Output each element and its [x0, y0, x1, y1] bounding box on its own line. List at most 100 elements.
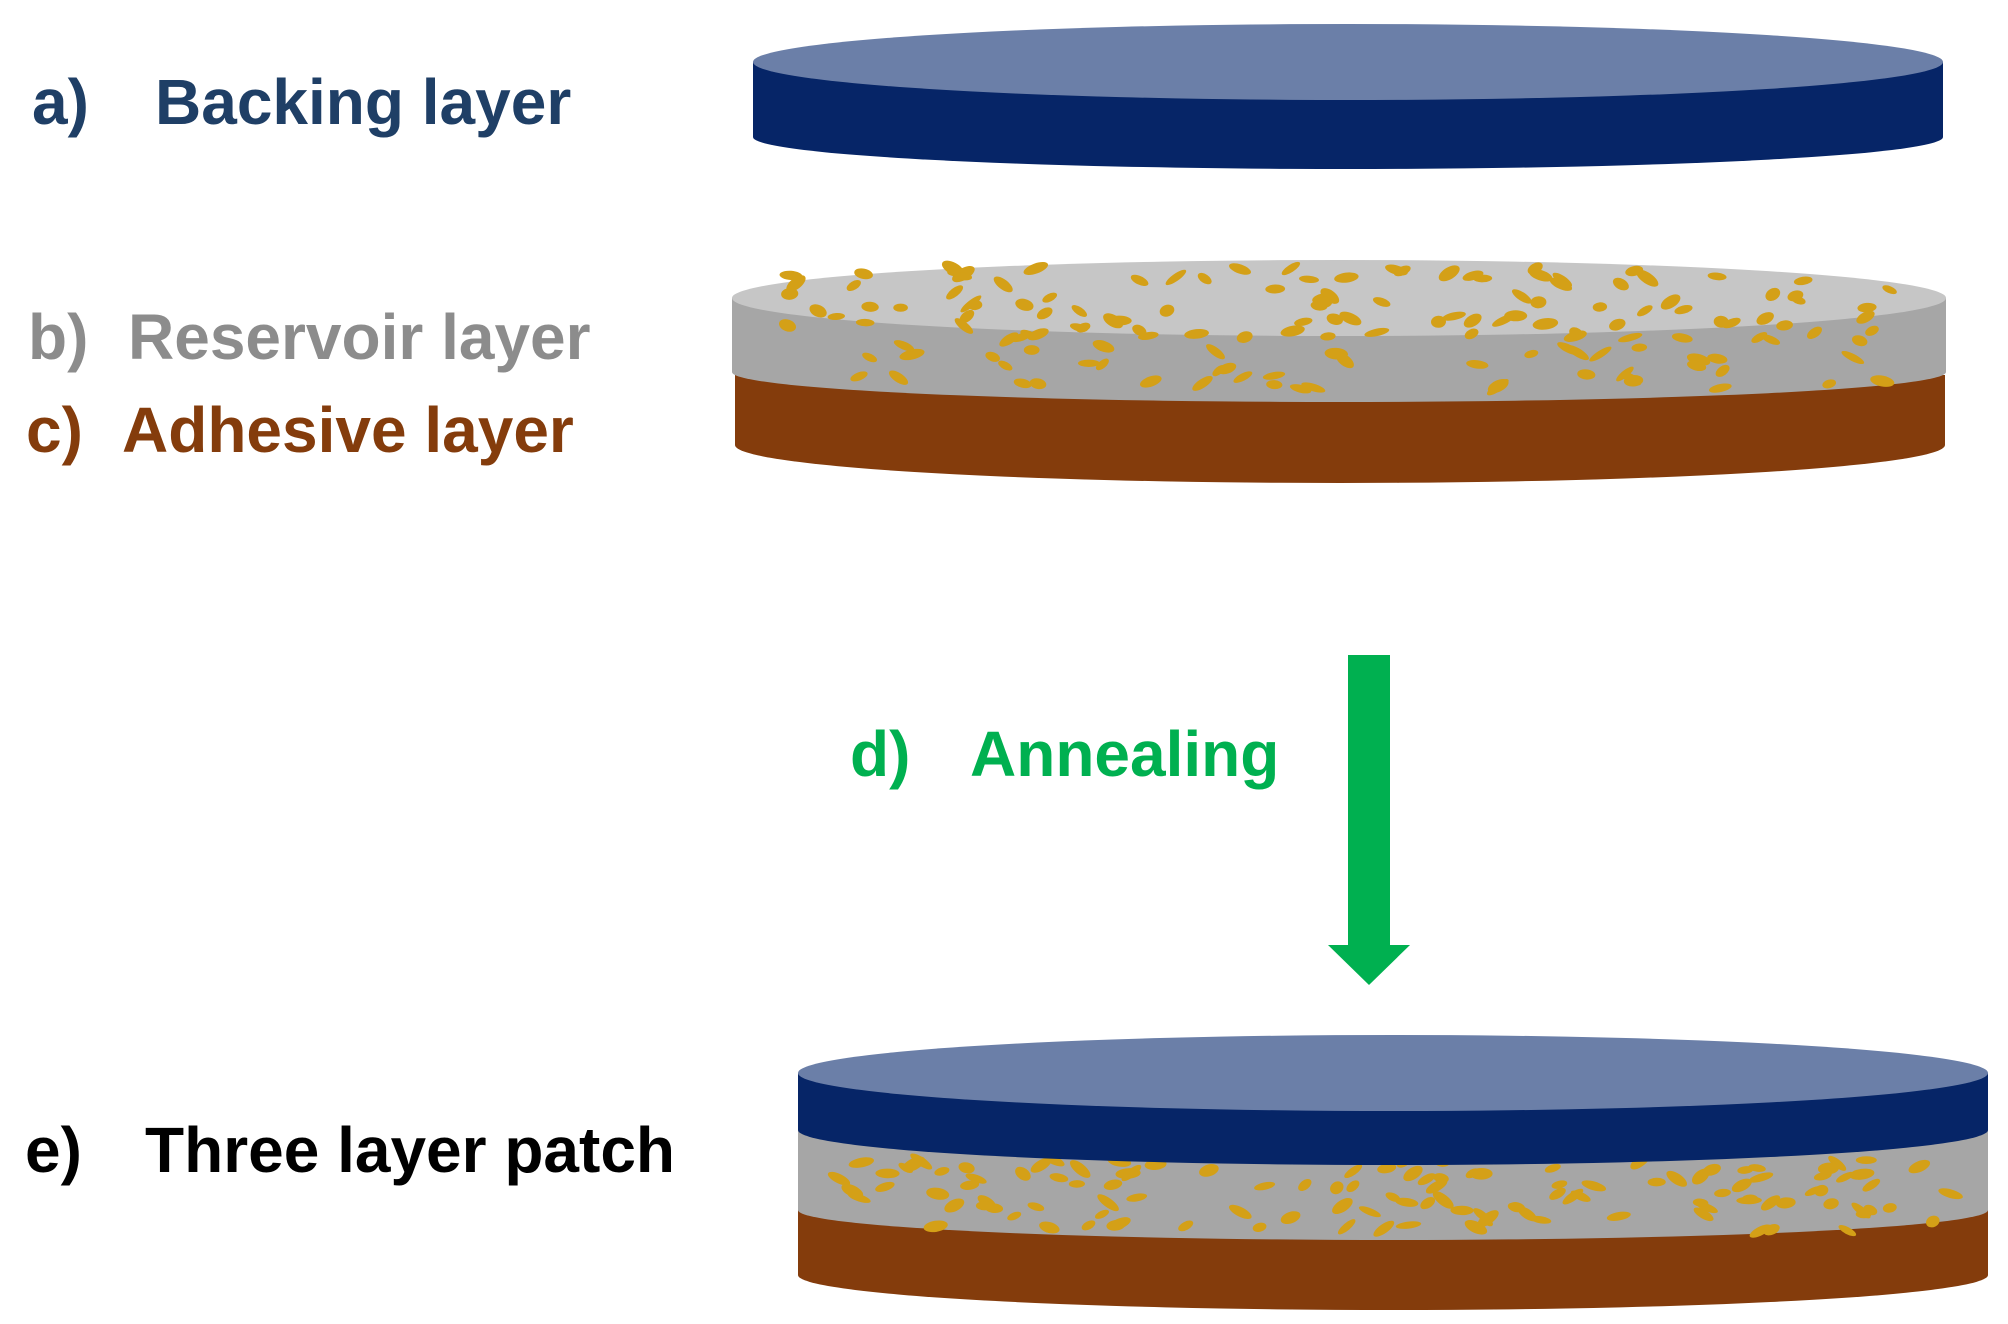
drug-particle — [1420, 1197, 1436, 1210]
drug-particle — [1836, 1171, 1855, 1183]
drug-particle — [1849, 1168, 1875, 1180]
drug-particle — [1466, 360, 1489, 369]
drug-particle — [1731, 1178, 1752, 1193]
drug-particle — [1714, 1188, 1731, 1198]
drug-particle — [1761, 334, 1781, 345]
drug-particle — [778, 319, 797, 332]
drug-particle — [960, 1180, 980, 1190]
drug-particle — [1015, 298, 1034, 311]
drug-particle — [1577, 369, 1596, 380]
drug-particle — [1236, 331, 1253, 343]
drug-particle — [899, 348, 925, 361]
drug-particle — [1487, 378, 1509, 394]
drug-particle — [1301, 382, 1326, 393]
drug-particle — [1346, 1180, 1360, 1193]
label-reservoir-layer: Reservoir layer — [128, 301, 591, 373]
drug-particle — [1517, 1206, 1537, 1222]
drug-particle — [1882, 285, 1897, 295]
drug-particle — [1036, 307, 1053, 320]
drug-particle — [1320, 288, 1340, 304]
drug-particle — [1882, 1203, 1897, 1213]
drug-particle — [893, 340, 915, 352]
drug-particle — [1621, 371, 1642, 386]
drug-particle — [1737, 1166, 1754, 1174]
label-a-letter: a) — [32, 66, 89, 138]
drug-particle — [888, 370, 909, 385]
drug-particle — [1570, 1190, 1591, 1202]
drug-particle — [1822, 379, 1837, 389]
drug-particle — [1280, 325, 1305, 337]
drug-particle — [1828, 1155, 1847, 1171]
drug-particle — [827, 1171, 851, 1186]
drug-particle — [1199, 1164, 1219, 1177]
drug-particle — [1377, 1163, 1397, 1174]
drug-particle — [875, 1181, 895, 1192]
drug-particle — [946, 285, 964, 300]
drug-particle — [1013, 378, 1032, 389]
drug-particle — [1581, 1180, 1607, 1192]
drug-particle — [1865, 325, 1879, 336]
drug-particle — [1403, 1165, 1423, 1182]
drug-particle — [1862, 1178, 1881, 1192]
drug-particle — [1358, 1206, 1381, 1218]
drug-particle — [1807, 326, 1822, 340]
drug-particle — [1870, 375, 1895, 387]
drug-particle — [1544, 1163, 1561, 1173]
label-three-layer-patch: Three layer patch — [145, 1114, 675, 1186]
drug-particle — [1692, 1198, 1709, 1207]
drug-particle — [1660, 294, 1681, 310]
drug-particle — [1027, 328, 1049, 341]
drug-particle — [1097, 1194, 1119, 1212]
drug-particle — [1592, 302, 1608, 312]
drug-particle — [1042, 292, 1058, 303]
label-e-letter: e) — [25, 1114, 82, 1186]
drug-particle — [923, 1220, 948, 1233]
drug-particle — [1687, 360, 1707, 372]
drug-particle — [944, 1198, 965, 1213]
drug-particle — [1432, 1191, 1454, 1209]
label-c-letter: c) — [26, 394, 83, 466]
drug-particle — [1252, 1222, 1267, 1233]
drug-particle — [1023, 345, 1040, 355]
drug-particle — [1549, 277, 1573, 291]
drug-particle — [1823, 1198, 1839, 1210]
drug-particle — [1030, 1157, 1052, 1173]
drug-particle — [1707, 353, 1728, 364]
drug-particle — [1631, 343, 1648, 352]
drug-particle — [1228, 1204, 1252, 1220]
drug-particle — [1280, 1211, 1301, 1225]
drug-particle — [1094, 1209, 1110, 1219]
drug-particle — [1671, 333, 1693, 343]
drug-particle — [854, 268, 873, 280]
drug-particle — [1184, 328, 1209, 339]
drug-particle — [1039, 1221, 1060, 1234]
drug-particle — [1666, 1170, 1688, 1187]
drug-particle — [910, 1153, 933, 1170]
drug-particle — [1092, 340, 1115, 353]
label-b-letter: b) — [28, 301, 89, 373]
drug-particle — [1528, 269, 1553, 282]
drug-particle — [850, 371, 868, 382]
drug-particle — [1551, 1180, 1568, 1189]
drug-particle — [1722, 317, 1741, 329]
drug-particle — [958, 1162, 975, 1174]
drug-particle — [1266, 380, 1283, 390]
drug-particle — [1775, 1197, 1796, 1209]
drug-particle — [1549, 1187, 1566, 1200]
drug-particle — [1606, 1211, 1631, 1221]
drug-particle — [926, 1187, 950, 1200]
drug-particle — [1841, 350, 1865, 365]
label-adhesive-layer: Adhesive layer — [122, 394, 574, 466]
drug-particle — [781, 287, 799, 300]
drug-particle — [1647, 1177, 1666, 1187]
drug-particle — [1262, 371, 1286, 380]
reservoir-adhesive-disc — [732, 260, 1946, 483]
drug-particle — [965, 1173, 987, 1184]
drug-particle — [975, 1201, 994, 1211]
drug-particle — [1233, 371, 1253, 383]
drug-particle — [875, 1168, 900, 1179]
drug-particle — [1756, 312, 1774, 325]
drug-particle — [1192, 375, 1213, 391]
drug-particle — [1748, 1172, 1774, 1183]
down-arrow-icon — [1328, 655, 1410, 985]
